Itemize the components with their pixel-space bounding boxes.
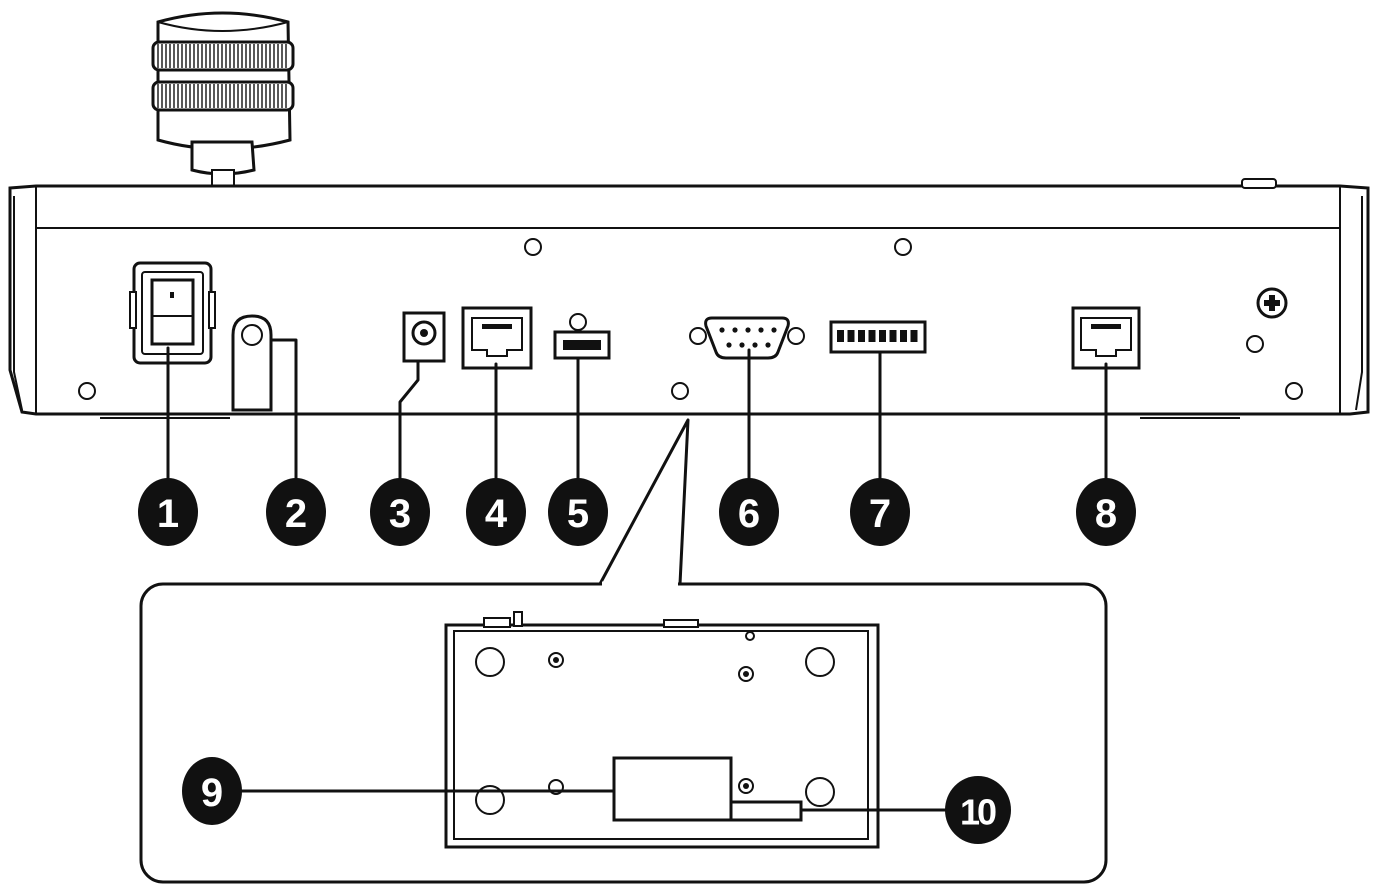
callout-badge-10: 10	[945, 776, 1011, 844]
callout-label-3: 3	[389, 492, 411, 536]
callout-badges: 1 2 3 4 5 6 7 8	[138, 478, 1136, 844]
callout-badge-7: 7	[850, 478, 910, 546]
callout-badge-9: 9	[182, 757, 242, 825]
callout-label-1: 1	[157, 492, 179, 536]
bottom-panel	[444, 611, 880, 849]
callout-label-8: 8	[1095, 492, 1117, 536]
callout-badge-3: 3	[370, 478, 430, 546]
dc-in-jack	[402, 311, 446, 363]
callout-label-5: 5	[567, 492, 589, 536]
device-body	[8, 178, 1370, 419]
bottom-view-inset	[139, 418, 1108, 884]
callout-label-4: 4	[485, 492, 508, 536]
callout-label-9: 9	[201, 771, 223, 815]
callout-badge-1: 1	[138, 478, 198, 546]
callout-label-2: 2	[285, 492, 307, 536]
serial-connector	[689, 316, 805, 360]
callout-label-10: 10	[960, 792, 996, 833]
leader-lines	[166, 338, 1108, 482]
cable-clamp	[231, 314, 273, 412]
rj45-port-right	[1071, 306, 1141, 370]
joystick-knob	[151, 11, 295, 189]
bottom-label	[612, 756, 733, 822]
callout-badge-2: 2	[266, 478, 326, 546]
power-switch	[129, 261, 216, 365]
terminal-block	[829, 320, 927, 354]
callout-label-7: 7	[869, 492, 891, 536]
callout-label-6: 6	[738, 492, 760, 536]
callout-badge-6: 6	[719, 478, 779, 546]
callout-badge-4: 4	[466, 478, 526, 546]
callout-badge-8: 8	[1076, 478, 1136, 546]
bottom-label-strip	[729, 800, 803, 822]
callout-badge-5: 5	[548, 478, 608, 546]
rj45-port-left	[461, 306, 533, 370]
usb-port	[553, 313, 611, 360]
